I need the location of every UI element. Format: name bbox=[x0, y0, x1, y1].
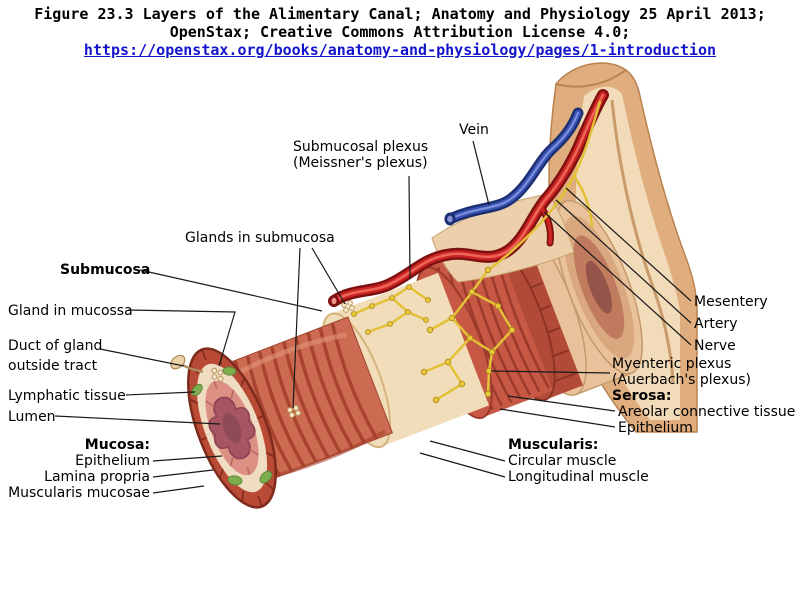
label-lymphatic-tissue: Lymphatic tissue bbox=[8, 388, 126, 404]
leader-lines bbox=[54, 140, 692, 494]
label-gland-in-mucossa: Gland in mucossa bbox=[8, 303, 133, 319]
label-submucosal-plexus-line1: Submucosal plexus bbox=[293, 139, 429, 155]
label-mucosa-lamina-propria: Lamina propria bbox=[44, 469, 150, 485]
label-glands-in-submucosa: Glands in submucosa bbox=[185, 230, 335, 246]
caption-line1: Figure 23.3 Layers of the Alimentary Can… bbox=[34, 5, 766, 23]
label-serosa-areolar: Areolar connective tissue bbox=[618, 404, 796, 420]
label-muscularis-longitudinal: Longitudinal muscle bbox=[508, 469, 649, 485]
label-muscularis-circular: Circular muscle bbox=[508, 453, 617, 469]
label-serosa-group: Serosa: Areolar connective tissue Epithe… bbox=[612, 388, 795, 436]
label-serosa-epithelium: Epithelium bbox=[618, 420, 693, 436]
label-vein: Vein bbox=[459, 122, 489, 138]
vein-graphic bbox=[444, 107, 584, 226]
label-submucosa: Submucosa bbox=[60, 262, 151, 278]
label-muscularis-heading: Muscularis: bbox=[508, 437, 599, 453]
label-nerve: Nerve bbox=[694, 338, 736, 354]
label-serosa-heading: Serosa: bbox=[612, 388, 672, 404]
cut-face-graphic bbox=[170, 347, 277, 509]
label-duct-line2: outside tract bbox=[8, 358, 98, 374]
label-artery: Artery bbox=[694, 316, 738, 332]
label-submucosal-plexus-line2: (Meissner's plexus) bbox=[293, 155, 428, 171]
lymphatic-tissue-graphic bbox=[191, 366, 273, 486]
label-myenteric-line1: Myenteric plexus bbox=[612, 356, 732, 372]
gland-in-mucosa-graphic bbox=[211, 367, 224, 382]
openstax-link[interactable]: https://openstax.org/books/anatomy-and-p… bbox=[83, 41, 717, 59]
label-muscularis-group: Muscularis: Circular muscle Longitudinal… bbox=[508, 437, 649, 485]
label-mesentery: Mesentery bbox=[694, 294, 768, 310]
label-mucosa-muscularis-mucosae: Muscularis mucosae bbox=[8, 485, 150, 501]
caption-line2: OpenStax; Creative Commons Attribution L… bbox=[169, 23, 631, 41]
label-duct-of-gland: Duct of gland outside tract bbox=[8, 336, 102, 376]
label-myenteric-line2: (Auerbach's plexus) bbox=[612, 372, 751, 388]
label-duct-line1: Duct of gland bbox=[8, 338, 103, 354]
figure-caption: Figure 23.3 Layers of the Alimentary Can… bbox=[0, 5, 800, 59]
label-mucosa-group: Mucosa: Epithelium Lamina propria Muscul… bbox=[0, 437, 150, 501]
label-submucosal-plexus: Submucosal plexus (Meissner's plexus) bbox=[293, 139, 428, 171]
label-myenteric-plexus: Myenteric plexus (Auerbach's plexus) bbox=[612, 356, 751, 388]
label-lumen: Lumen bbox=[8, 409, 56, 425]
label-mucosa-heading: Mucosa: bbox=[84, 437, 150, 453]
artery-graphic bbox=[328, 89, 609, 307]
label-mucosa-epithelium: Epithelium bbox=[75, 453, 150, 469]
nerve-plexus-ganglia bbox=[351, 266, 516, 404]
